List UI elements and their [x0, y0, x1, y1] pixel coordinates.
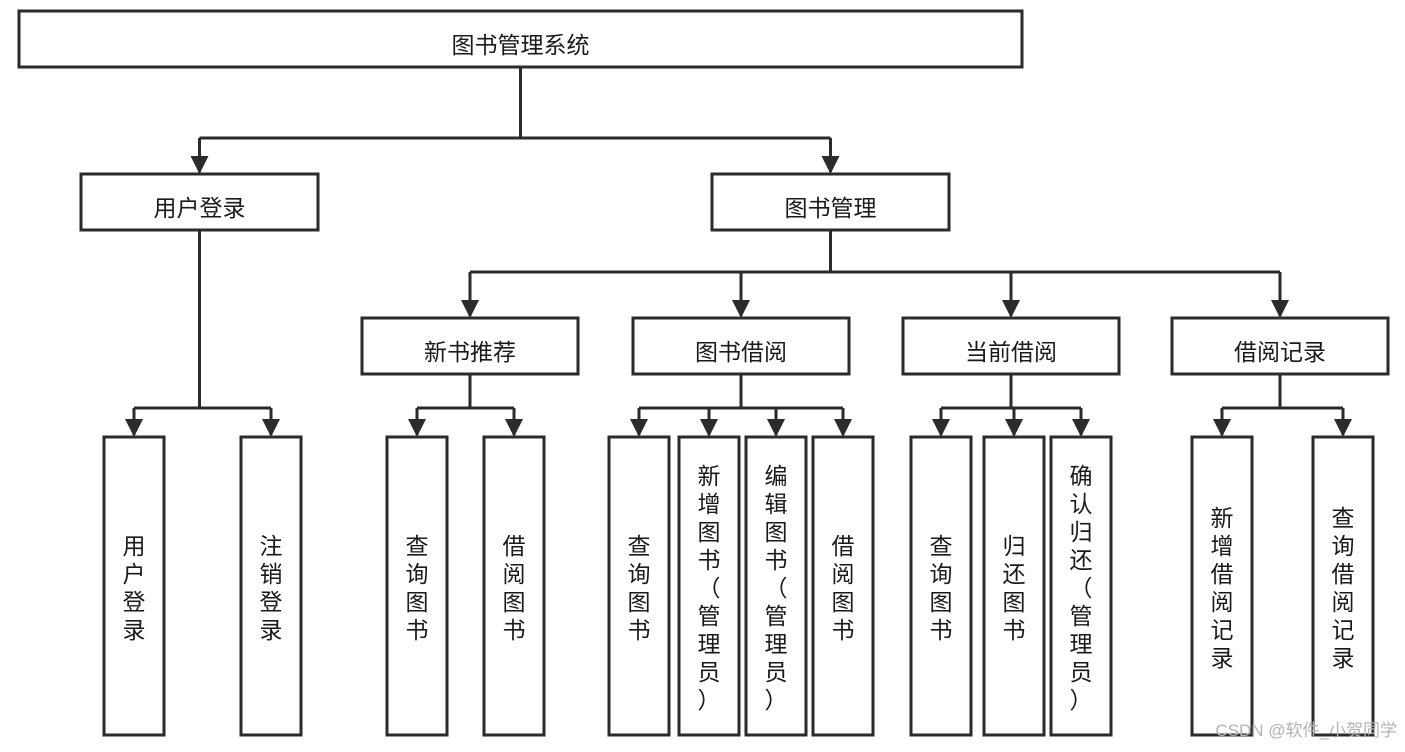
node-label-current-borrow: 当前借阅	[965, 339, 1057, 365]
node-label-root: 图书管理系统	[452, 32, 590, 58]
node-label-leaf-query-borrow-record: 查询借阅记录	[1332, 505, 1355, 671]
node-box-user-login	[79, 172, 320, 232]
edge-arrowhead	[767, 419, 785, 437]
node-label-leaf-return-book: 归还图书	[1003, 533, 1026, 643]
node-leaf-add-book[interactable]: 新增图书（管理员）	[677, 435, 741, 737]
nodes-layer: 图书管理系统用户登录图书管理新书推荐图书借阅当前借阅借阅记录用户登录注销登录查询…	[17, 9, 1390, 737]
edges-layer	[125, 67, 1352, 437]
node-box-leaf-query-book-recommend	[385, 435, 449, 737]
node-current-borrow[interactable]: 当前借阅	[901, 316, 1121, 376]
node-leaf-add-borrow-record[interactable]: 新增借阅记录	[1190, 435, 1254, 737]
node-leaf-query-book-current[interactable]: 查询图书	[909, 435, 973, 737]
node-label-leaf-borrow-book: 借阅图书	[832, 533, 855, 643]
node-box-root	[17, 9, 1024, 69]
node-label-leaf-edit-book: 编辑图书（管理员）	[765, 463, 788, 713]
node-label-book-management: 图书管理	[785, 195, 877, 221]
node-book-borrow[interactable]: 图书借阅	[631, 316, 851, 376]
node-box-book-borrow	[631, 316, 851, 376]
node-box-leaf-query-borrow-record	[1311, 435, 1375, 737]
node-root[interactable]: 图书管理系统	[17, 9, 1024, 69]
edge-arrowhead	[408, 419, 426, 437]
node-box-leaf-add-borrow-record	[1190, 435, 1254, 737]
node-label-new-book-recommend: 新书推荐	[424, 339, 516, 365]
edge-arrowhead	[1334, 419, 1352, 437]
edge-arrowhead	[1002, 300, 1020, 318]
node-box-leaf-query-book-current	[909, 435, 973, 737]
edge-arrowhead	[630, 419, 648, 437]
watermark: CSDN @软件_小贺同学	[1215, 721, 1397, 740]
edge-arrowhead	[1005, 419, 1023, 437]
edge-arrowhead	[1072, 419, 1090, 437]
node-box-borrow-record	[1170, 316, 1390, 376]
node-label-leaf-borrow-book-recommend: 借阅图书	[503, 533, 526, 643]
node-box-leaf-logout	[239, 435, 303, 737]
edge-arrowhead	[1271, 300, 1289, 318]
node-new-book-recommend[interactable]: 新书推荐	[360, 316, 580, 376]
node-label-leaf-logout: 注销登录	[260, 533, 283, 643]
node-leaf-query-borrow-record[interactable]: 查询借阅记录	[1311, 435, 1375, 737]
edge-arrowhead	[1213, 419, 1231, 437]
node-box-book-management	[710, 172, 951, 232]
node-leaf-return-book[interactable]: 归还图书	[982, 435, 1046, 737]
node-label-leaf-add-book: 新增图书（管理员）	[698, 463, 721, 713]
edge-arrowhead	[732, 300, 750, 318]
node-box-leaf-query-book-borrow	[607, 435, 671, 737]
edge-arrowhead	[190, 156, 209, 174]
edge-arrowhead	[505, 419, 523, 437]
node-leaf-query-book-borrow[interactable]: 查询图书	[607, 435, 671, 737]
node-label-leaf-query-book-recommend: 查询图书	[406, 533, 429, 643]
edge-arrowhead	[821, 156, 840, 174]
node-label-leaf-confirm-return: 确认归还（管理员）	[1070, 463, 1093, 713]
node-leaf-user-login[interactable]: 用户登录	[102, 435, 166, 737]
node-book-management[interactable]: 图书管理	[710, 172, 951, 232]
node-box-leaf-borrow-book	[811, 435, 875, 737]
node-label-borrow-record: 借阅记录	[1234, 339, 1326, 365]
node-label-book-borrow: 图书借阅	[695, 339, 787, 365]
node-leaf-borrow-book-recommend[interactable]: 借阅图书	[482, 435, 546, 737]
node-box-leaf-user-login	[102, 435, 166, 737]
node-label-user-login: 用户登录	[154, 195, 246, 221]
node-leaf-borrow-book[interactable]: 借阅图书	[811, 435, 875, 737]
node-label-leaf-add-borrow-record: 新增借阅记录	[1211, 505, 1234, 671]
node-box-leaf-edit-book	[744, 435, 808, 737]
edge-arrowhead	[932, 419, 950, 437]
edge-arrowhead	[700, 419, 718, 437]
node-box-leaf-add-book	[677, 435, 741, 737]
node-label-leaf-query-book-current: 查询图书	[930, 533, 953, 643]
edge-arrowhead	[461, 300, 479, 318]
node-leaf-confirm-return[interactable]: 确认归还（管理员）	[1049, 435, 1113, 737]
edge-arrowhead	[834, 419, 852, 437]
node-user-login[interactable]: 用户登录	[79, 172, 320, 232]
node-box-leaf-borrow-book-recommend	[482, 435, 546, 737]
node-borrow-record[interactable]: 借阅记录	[1170, 316, 1390, 376]
node-leaf-edit-book[interactable]: 编辑图书（管理员）	[744, 435, 808, 737]
edge-arrowhead	[262, 419, 280, 437]
node-label-leaf-user-login: 用户登录	[123, 533, 146, 643]
node-label-leaf-query-book-borrow: 查询图书	[628, 533, 651, 643]
node-box-leaf-confirm-return	[1049, 435, 1113, 737]
node-box-leaf-return-book	[982, 435, 1046, 737]
node-box-current-borrow	[901, 316, 1121, 376]
node-leaf-query-book-recommend[interactable]: 查询图书	[385, 435, 449, 737]
edge-arrowhead	[125, 419, 143, 437]
node-leaf-logout[interactable]: 注销登录	[239, 435, 303, 737]
node-box-new-book-recommend	[360, 316, 580, 376]
